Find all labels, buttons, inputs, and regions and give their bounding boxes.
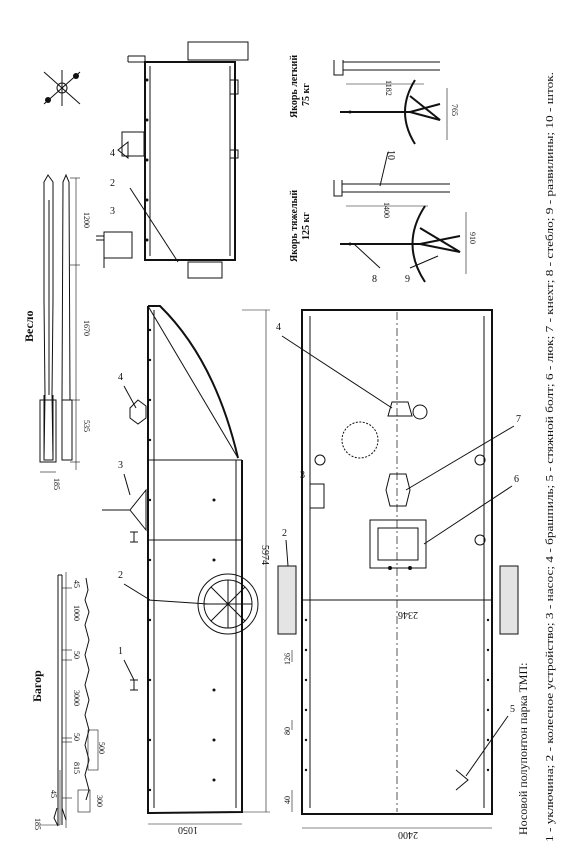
callout-label: 4 xyxy=(276,322,281,333)
callout-label: 4 xyxy=(118,372,123,383)
anchor-light: Якорь легкий 75 кг 1182 765 xyxy=(289,55,459,145)
bagor-drawing: Багор 45 1000 50 3000 50 815 500 45 300 … xyxy=(30,572,106,830)
bagor-dim: 815 xyxy=(72,762,81,774)
caption-title: Носовой полупонтон парка ТМП: xyxy=(516,663,530,835)
plan-view: 4 7 6 3 2 5 2400 2346 126 80 40 xyxy=(276,309,521,840)
bagor-dim: 300 xyxy=(95,795,104,807)
plan-dim: 40 xyxy=(283,796,292,804)
callout-label: 7 xyxy=(516,414,521,425)
bagor-dim: 45 xyxy=(72,580,81,588)
anchor-light-height: 765 xyxy=(450,104,459,116)
callout-label: 3 xyxy=(110,206,115,217)
callout-label: 5 xyxy=(510,704,515,715)
veslo-drawing: Весло 1200 1670 535 185 xyxy=(22,173,91,490)
veslo-label: Весло xyxy=(22,310,36,342)
plan-rivets xyxy=(304,454,490,772)
veslo-dim: 1200 xyxy=(82,212,91,228)
callout-label: 6 xyxy=(514,474,519,485)
veslo-dim: 535 xyxy=(82,420,91,432)
bagor-dim: 1000 xyxy=(72,605,81,621)
bagor-dim: 3000 xyxy=(72,690,81,706)
plan-dim: 126 xyxy=(283,653,292,665)
plan-track: 2346 xyxy=(398,609,418,620)
callout-label: 8 xyxy=(372,274,377,285)
callout-label: 2 xyxy=(110,178,115,189)
callout-label: 3 xyxy=(300,470,305,481)
anchor-heavy: Якорь тяжелый 125 кг 1400 910 8 9 10 xyxy=(289,150,477,285)
bagor-label: Багор xyxy=(30,670,44,702)
caption-legend: 1 - уключина; 2 - колесное устройство; 3… xyxy=(545,72,556,842)
anchor-heavy-width: 1400 xyxy=(382,202,391,218)
anchor-light-width: 1182 xyxy=(384,80,393,96)
bagor-dim: 45 xyxy=(49,790,58,798)
side-view: 4 3 2 1 5974 1050 xyxy=(102,305,270,835)
plan-dim: 80 xyxy=(283,727,292,735)
callout-label: 3 xyxy=(118,460,123,471)
anchor-light-mass: 75 кг xyxy=(301,83,312,106)
callout-label: 2 xyxy=(282,528,287,539)
bagor-dim: 50 xyxy=(72,733,81,741)
anchor-light-label: Якорь легкий xyxy=(289,55,300,118)
emblem-icon xyxy=(43,70,81,106)
callout-label: 1 xyxy=(118,646,123,657)
anchor-heavy-height: 910 xyxy=(468,232,477,244)
anchor-heavy-label: Якорь тяжелый xyxy=(289,190,300,262)
veslo-dim: 185 xyxy=(52,478,61,490)
callout-label: 2 xyxy=(118,570,123,581)
callout-label: 4 xyxy=(110,148,115,159)
bagor-dim: 50 xyxy=(72,651,81,659)
anchor-heavy-mass: 125 кг xyxy=(301,212,312,240)
plan-width: 2400 xyxy=(398,829,418,840)
side-height: 1050 xyxy=(178,824,198,835)
callout-label: 10 xyxy=(385,150,396,160)
rivet-band xyxy=(148,328,216,792)
bagor-dim: 500 xyxy=(97,742,106,754)
callout-label: 9 xyxy=(405,274,410,285)
top-view: 4 2 3 xyxy=(96,41,249,279)
side-length: 5974 xyxy=(259,545,270,565)
bagor-dim: 185 xyxy=(33,818,42,830)
veslo-dim: 1670 xyxy=(82,320,91,336)
